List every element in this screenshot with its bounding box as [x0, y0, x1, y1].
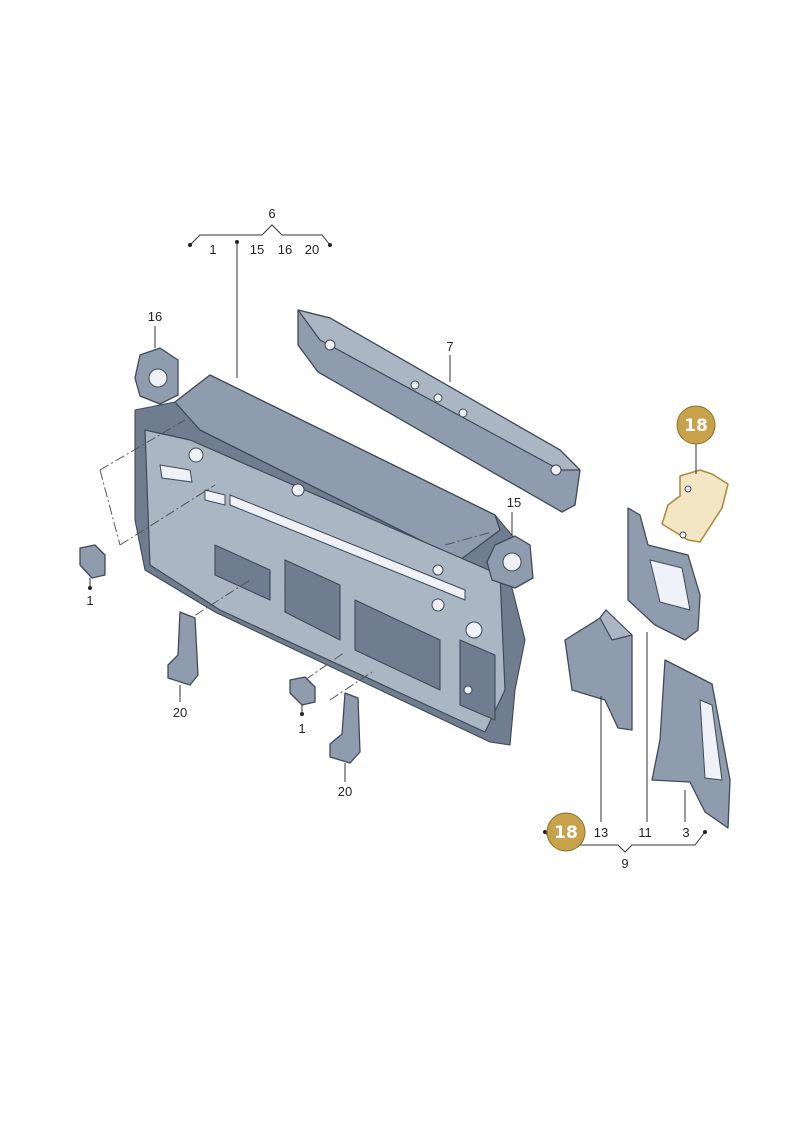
- part-7-cross-member: [297, 309, 581, 513]
- part-13-lower-bracket: [564, 609, 633, 822]
- label-part-1-left: 1: [86, 593, 93, 608]
- label-group-6: 6: [268, 206, 275, 221]
- part-18-highlighted-bracket: [661, 442, 729, 543]
- badge-18-top-text: 18: [684, 416, 708, 436]
- label-part-7: 7: [446, 339, 453, 354]
- label-part-1-center: 1: [298, 721, 305, 736]
- part-11-side-panel: [627, 507, 701, 822]
- badge-18-bottom: 18: [546, 812, 586, 852]
- part-15-plate: [486, 512, 534, 589]
- label-part-20-center: 20: [338, 784, 352, 799]
- rear-panel: [134, 374, 526, 746]
- part-20-bracket-left: [167, 611, 199, 702]
- label-group6-20: 20: [305, 242, 319, 257]
- label-group-9: 9: [621, 856, 628, 871]
- label-part-20-left: 20: [173, 705, 187, 720]
- badge-18-top: 18: [676, 405, 716, 445]
- badge-18-top-circle: [676, 405, 716, 445]
- label-part-16: 16: [148, 309, 162, 324]
- part-1-clip-left: [79, 544, 106, 590]
- badge-18-bottom-text: 18: [554, 823, 578, 843]
- part-1-clip-center: [289, 676, 316, 716]
- part-3-rear-pillar: [651, 659, 731, 829]
- part-20-bracket-center: [329, 692, 361, 782]
- label-group9-13: 13: [594, 825, 608, 840]
- badge-18-bottom-circle: [546, 812, 586, 852]
- group-6-bracket: [188, 224, 332, 378]
- label-group6-15: 15: [250, 242, 264, 257]
- label-group6-16: 16: [278, 242, 292, 257]
- label-group9-11: 11: [638, 825, 652, 840]
- label-part-15: 15: [507, 495, 521, 510]
- part-16-plate: [134, 326, 179, 405]
- label-group6-1: 1: [209, 242, 216, 257]
- label-group9-3: 3: [682, 825, 689, 840]
